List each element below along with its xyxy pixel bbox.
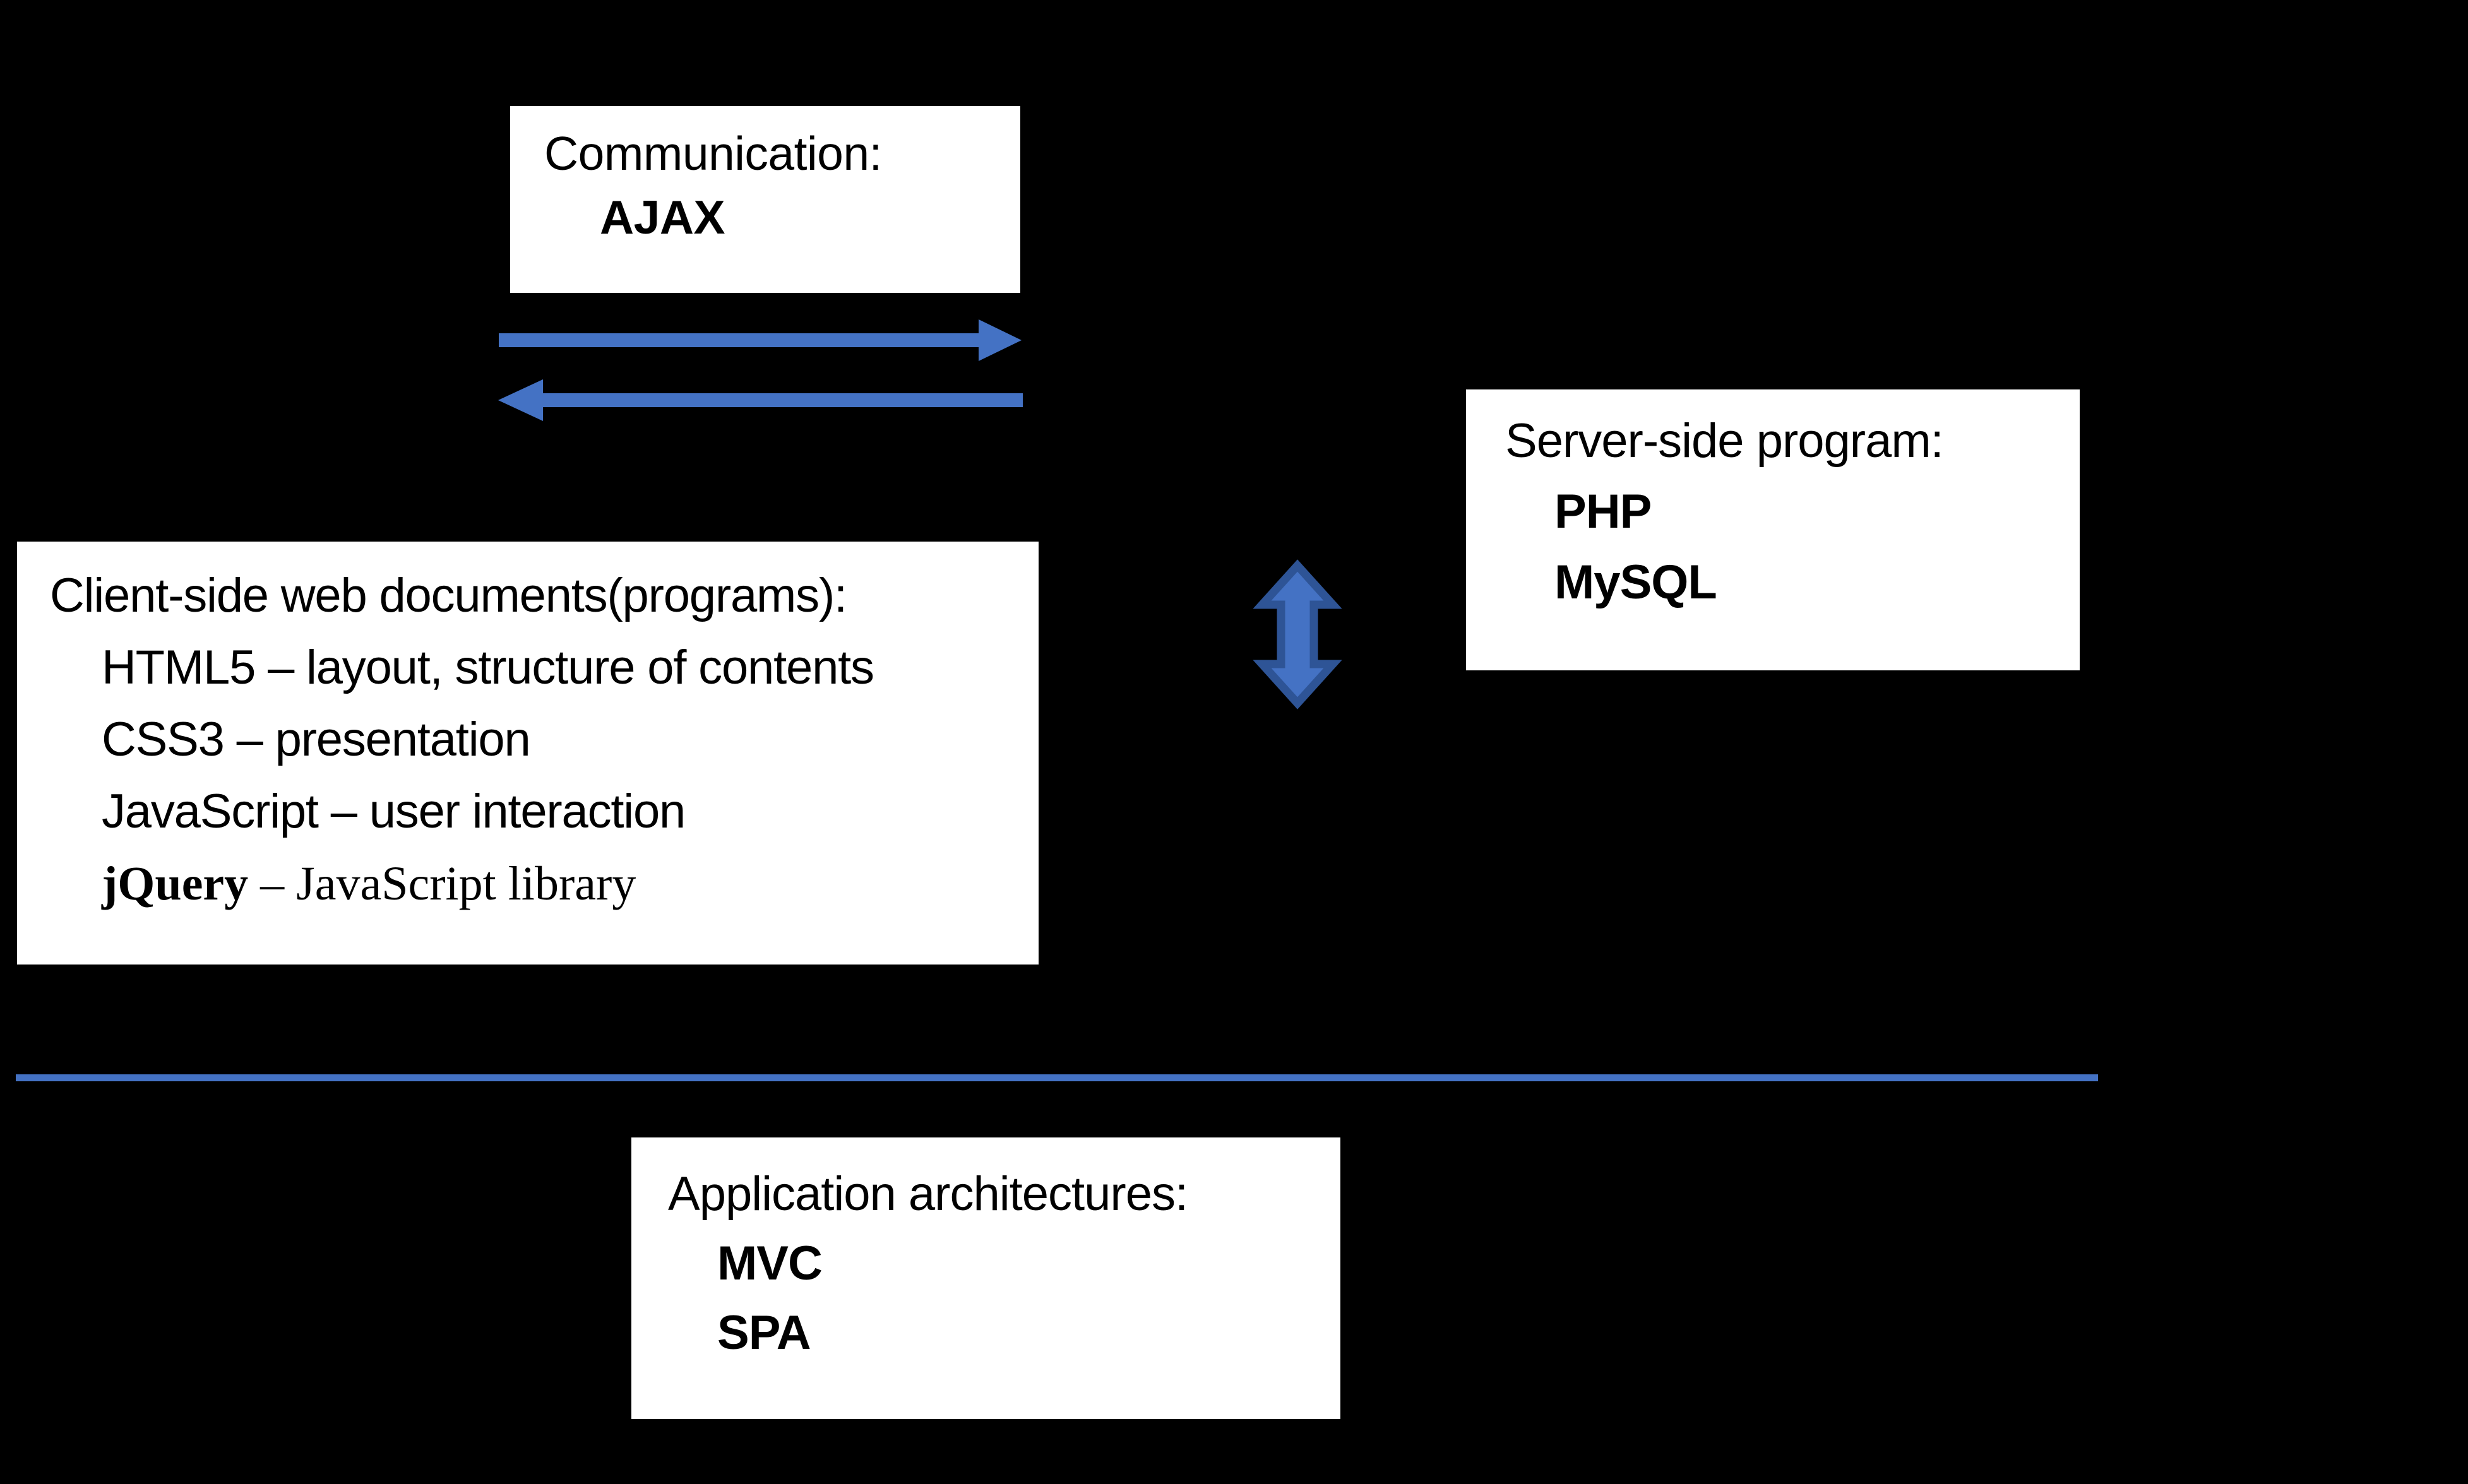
section-divider: [16, 1074, 2098, 1081]
communication-item-ajax: AJAX: [600, 191, 725, 244]
communication-box: Communication: AJAX: [510, 106, 1020, 293]
application-architectures-item-mvc: MVC: [717, 1237, 823, 1290]
server-side-box: Server-side program: PHP MySQL: [1466, 389, 2080, 670]
server-side-title: Server-side program:: [1505, 414, 1944, 468]
server-side-item-mysql: MySQL: [1554, 555, 1717, 609]
client-side-item-css3: CSS3 – presentation: [102, 713, 531, 766]
application-architectures-item-spa: SPA: [717, 1306, 811, 1360]
arrow-right-icon: [499, 319, 1022, 361]
client-side-item-jquery-name: jQuery: [102, 857, 249, 910]
client-side-item-jquery-desc: – JavaScript library: [248, 857, 636, 910]
application-architectures-title: Application architectures:: [668, 1167, 1188, 1221]
application-architectures-box: Application architectures: MVC SPA: [631, 1137, 1340, 1419]
server-side-item-php: PHP: [1554, 485, 1652, 538]
arrow-left-icon: [498, 379, 1023, 421]
client-side-item-html5: HTML5 – layout, structure of contents: [102, 641, 874, 694]
client-side-item-jquery: jQuery – JavaScript library: [102, 860, 1039, 908]
client-side-item-javascript: JavaScript – user interaction: [102, 785, 686, 838]
client-side-box: Client-side web documents(programs): HTM…: [17, 542, 1039, 965]
communication-title: Communication:: [544, 127, 882, 180]
arrow-up-down-icon: [1253, 559, 1342, 709]
client-side-title: Client-side web documents(programs):: [50, 569, 847, 622]
